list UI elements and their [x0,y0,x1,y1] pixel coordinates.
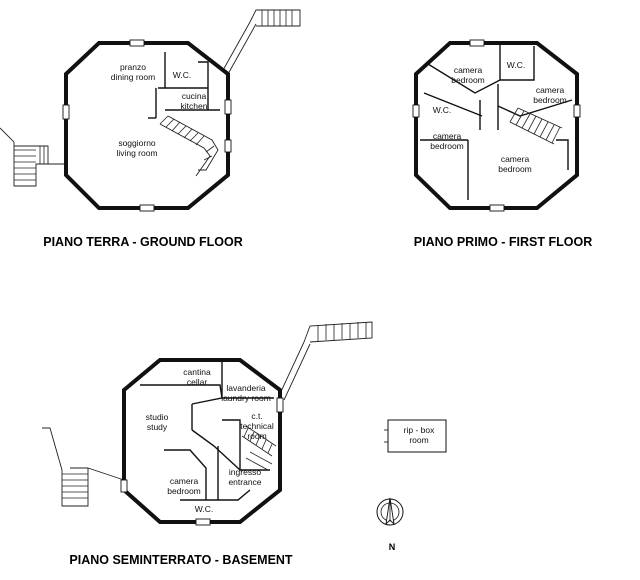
basement-right-stair [277,321,373,401]
basement-studio-en: study [147,422,168,432]
basement-bed-en: bedroom [167,486,201,496]
first-bed1-en: bedroom [451,75,485,85]
ground-living-en: living room [116,148,157,158]
ground-wc: W.C. [173,70,191,80]
ground-interior-walls [148,52,220,119]
ripbox-line1: rip - box [404,425,435,435]
basement-left-stair [42,427,125,507]
ground-left-stair [0,127,65,187]
basement-bed-it: camera [170,476,199,486]
basement-tech-en2: room [247,431,266,441]
basement-plan: cantina cellar lavanderia laundry room s… [42,321,373,567]
north-label: N [389,542,396,552]
basement-laundry-en: laundry room [221,393,271,403]
basement-cellar-it: cantina [183,367,211,377]
first-interior-stair [509,107,563,145]
basement-entrance-it: ingresso [229,467,261,477]
ground-floor-plan: pranzo dining room W.C. cucina kitchen s… [0,9,301,249]
ground-kitchen-it: cucina [182,91,207,101]
first-bed3-it: camera [433,131,462,141]
basement-laundry-it: lavanderia [226,383,265,393]
basement-wc: W.C. [195,504,213,514]
first-interior-walls [420,44,573,200]
first-floor-plan: camera bedroom W.C. camera bedroom W.C. … [412,39,592,249]
first-wc2: W.C. [433,105,451,115]
ripbox-line2: room [409,435,428,445]
basement-cellar-en: cellar [187,377,207,387]
basement-tech-en1: technical [240,421,274,431]
basement-tech-it: c.t. [251,411,262,421]
ground-floor-title: PIANO TERRA - GROUND FLOOR [43,235,243,249]
north-arrow-icon [376,497,404,526]
basement-outer-wall [122,358,282,524]
basement-interior-stair [241,425,277,471]
ground-dining-it: pranzo [120,62,146,72]
first-bed1-it: camera [454,65,483,75]
ground-outer-wall [64,41,230,210]
basement-entrance-en: entrance [228,477,261,487]
ground-kitchen-en: kitchen [181,101,208,111]
basement-interior-walls [140,362,274,501]
first-bed2-it: camera [536,85,565,95]
first-bed4-it: camera [501,154,530,164]
first-wc1: W.C. [507,60,525,70]
ripbox-room: rip - box room [384,419,447,453]
first-bed3-en: bedroom [430,141,464,151]
basement-studio-it: studio [146,412,169,422]
first-bed4-en: bedroom [498,164,532,174]
basement-title: PIANO SEMINTERRATO - BASEMENT [69,553,293,567]
ground-dining-en: dining room [111,72,155,82]
first-outer-wall [414,41,579,210]
ground-living-it: soggiorno [118,138,156,148]
ground-right-stair [221,9,301,75]
first-floor-title: PIANO PRIMO - FIRST FLOOR [414,235,592,249]
first-bed2-en: bedroom [533,95,567,105]
ground-interior-stair [159,115,219,177]
